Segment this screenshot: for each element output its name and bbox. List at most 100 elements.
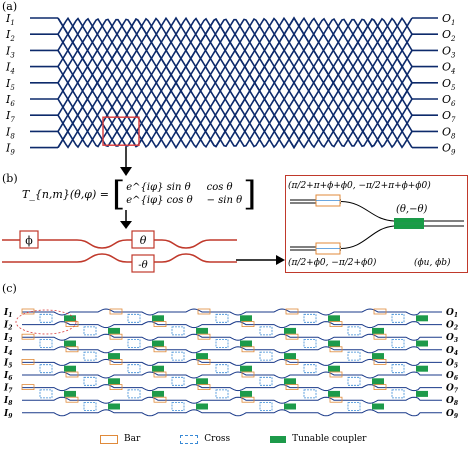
- input-label: I2: [5, 28, 15, 43]
- tunable-coupler-block: [394, 218, 424, 229]
- tunable-coupler-element: [240, 365, 252, 372]
- mesh-path: [57, 16, 413, 148]
- phase-shifter-label: ϕ: [25, 234, 33, 247]
- output-label: O3: [446, 333, 458, 344]
- bar-element: [65, 346, 79, 353]
- bar-element: [197, 308, 211, 315]
- matrix-right-bracket: ]: [243, 174, 257, 214]
- tunable-coupler-element: [284, 403, 296, 410]
- cross-element: [215, 364, 229, 374]
- output-label: O7: [442, 109, 456, 124]
- matrix-body: e^{iφ} sin θ cos θ e^{iφ} cos θ − sin θ: [126, 182, 242, 206]
- tunable-coupler-element: [64, 340, 76, 347]
- waveguide: [22, 333, 442, 341]
- matrix-cell-11: e^{iφ} sin θ: [126, 182, 191, 193]
- bar-element: [21, 384, 35, 390]
- bar-element: [153, 346, 167, 353]
- waveguide: [22, 321, 442, 329]
- cross-element: [171, 376, 185, 386]
- bar-element: [109, 333, 123, 340]
- matrix-cell-12: cos θ: [206, 182, 233, 193]
- output-label: O1: [442, 12, 456, 27]
- bar-element: [153, 321, 167, 327]
- matrix-lhs: T_{n,m}(θ,φ) =: [22, 187, 109, 201]
- input-label: I6: [3, 371, 13, 382]
- tunable-coupler-element: [196, 353, 208, 360]
- waveguide: [22, 358, 442, 366]
- mzi-schematic: ϕ θ -θ: [2, 230, 237, 273]
- cross-element: [127, 339, 141, 348]
- output-label: O1: [446, 308, 458, 319]
- tunable-coupler-element: [240, 340, 252, 347]
- cross-element: [215, 339, 229, 348]
- cross-element: [347, 402, 361, 411]
- bar-element: [241, 396, 255, 403]
- input-label: I4: [3, 346, 12, 357]
- tunable-coupler-element: [416, 340, 428, 347]
- tunable-coupler-element: [416, 315, 428, 322]
- output-label: O5: [446, 358, 458, 369]
- bar-element: [285, 384, 299, 390]
- highlight-ellipse: [15, 309, 77, 335]
- cross-element: [215, 313, 229, 323]
- tunable-coupler-element: [416, 390, 428, 397]
- tunable-coupler-element: [372, 378, 384, 385]
- cross-element: [171, 351, 185, 361]
- waveguide: [22, 396, 442, 404]
- bar-element: [65, 396, 79, 403]
- bar-element: [197, 384, 211, 390]
- bar-element: [373, 359, 387, 365]
- bar-element: [373, 308, 387, 315]
- neg-theta-shifter-label: -θ: [138, 260, 147, 271]
- bar-element: [241, 371, 255, 378]
- phase-shifter-box: [19, 230, 39, 249]
- cross-element: [391, 313, 405, 323]
- cross-element: [83, 376, 97, 386]
- input-label: I1: [3, 308, 12, 319]
- waveguide: [22, 371, 442, 379]
- cross-element: [303, 389, 317, 399]
- tunable-coupler-element: [108, 378, 120, 385]
- input-label: I6: [5, 93, 15, 108]
- bar-element: [373, 384, 387, 390]
- down-arrow-icon: [120, 210, 132, 229]
- bar-element: [65, 371, 79, 378]
- bar-element: [109, 384, 123, 390]
- bar-element: [241, 321, 255, 327]
- tunable-coupler-element: [108, 353, 120, 360]
- bar-element: [197, 359, 211, 365]
- tunable-coupler-element: [328, 315, 340, 322]
- tunable-coupler-element: [240, 390, 252, 397]
- input-label: I7: [5, 109, 15, 124]
- tunable-coupler-element: [64, 315, 76, 322]
- cross-element: [347, 326, 361, 336]
- waveguide: [22, 346, 442, 354]
- cross-element: [391, 339, 405, 348]
- cross-element: [259, 351, 273, 361]
- cross-element: [127, 313, 141, 323]
- cross-element: [259, 376, 273, 386]
- output-label: O9: [442, 142, 456, 157]
- bar-element: [65, 321, 79, 327]
- output-label: O6: [446, 371, 459, 382]
- cross-element: [83, 402, 97, 411]
- bar-element: [109, 308, 123, 315]
- tunable-coupler-element: [284, 327, 296, 334]
- legend-coupler: Tunable coupler: [270, 434, 366, 444]
- output-label: O4: [446, 346, 458, 357]
- tunable-coupler-element: [328, 340, 340, 347]
- output-label: O4: [442, 61, 456, 76]
- legend: Bar Cross Tunable coupler: [100, 434, 366, 444]
- cross-element: [83, 351, 97, 361]
- input-label: I3: [5, 44, 15, 59]
- waveguide: [22, 384, 442, 392]
- cross-element: [259, 326, 273, 336]
- cross-element: [39, 313, 53, 323]
- bar-element: [373, 333, 387, 340]
- output-label: O8: [442, 125, 456, 140]
- tunable-coupler-element: [108, 327, 120, 334]
